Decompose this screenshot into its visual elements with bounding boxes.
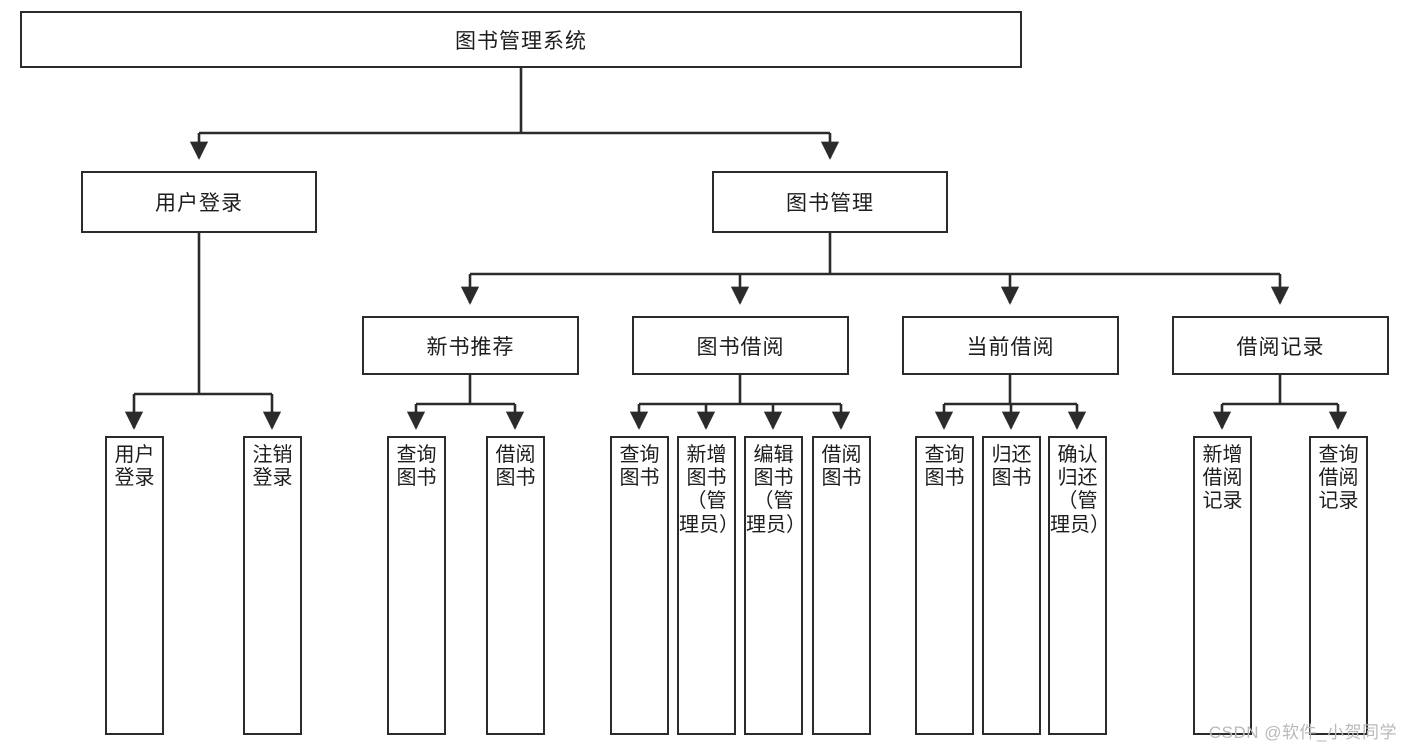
node-label: 查询图书 (396, 444, 437, 490)
leaf-borrow-edit-book[interactable]: 编辑图书（管理员） (744, 436, 806, 735)
node-label: 归还图书 (991, 444, 1032, 490)
node-current-borrow[interactable]: 当前借阅 (902, 316, 1119, 375)
leaf-user-login-signin[interactable]: 用户登录 (105, 436, 164, 735)
leaf-record-add-record[interactable]: 新增借阅记录 (1193, 436, 1252, 735)
node-borrow-record[interactable]: 借阅记录 (1172, 316, 1389, 375)
node-label: 注销登录 (252, 444, 293, 490)
node-book-borrow[interactable]: 图书借阅 (632, 316, 849, 375)
node-new-book-recommend[interactable]: 新书推荐 (362, 316, 579, 375)
leaf-borrow-borrow-book[interactable]: 借阅图书 (812, 436, 871, 735)
node-label: 借阅图书 (495, 444, 536, 490)
leaf-record-query-record[interactable]: 查询借阅记录 (1309, 436, 1368, 735)
node-label: 查询图书 (924, 444, 965, 490)
leaf-current-return-book[interactable]: 归还图书 (982, 436, 1041, 735)
leaf-current-query-book[interactable]: 查询图书 (915, 436, 974, 735)
leaf-recommend-query-book[interactable]: 查询图书 (387, 436, 446, 735)
node-label: 图书借阅 (696, 335, 785, 359)
node-label: 用户登录 (114, 444, 155, 490)
node-label: 新增图书（管理员） (679, 444, 739, 536)
node-label: 用户登录 (155, 192, 243, 215)
leaf-current-confirm-return[interactable]: 确认归还（管理员） (1048, 436, 1110, 735)
node-label: 借阅图书 (821, 444, 862, 490)
node-label: 当前借阅 (966, 335, 1055, 359)
leaf-borrow-query-book[interactable]: 查询图书 (610, 436, 669, 735)
leaf-user-login-signout[interactable]: 注销登录 (243, 436, 302, 735)
node-label: 新书推荐 (426, 335, 515, 359)
node-user-login[interactable]: 用户登录 (81, 171, 317, 233)
node-book-management[interactable]: 图书管理 (712, 171, 948, 233)
node-label: 新增借阅记录 (1202, 444, 1243, 513)
watermark-text: CSDN @软件_小贺同学 (1208, 723, 1397, 742)
node-label: 确认归还（管理员） (1050, 444, 1110, 536)
node-root-system[interactable]: 图书管理系统 (20, 11, 1022, 68)
node-label: 查询图书 (619, 444, 660, 490)
node-label: 图书管理系统 (455, 29, 587, 53)
node-label: 借阅记录 (1236, 335, 1325, 359)
node-label: 编辑图书（管理员） (746, 444, 806, 536)
node-label: 查询借阅记录 (1318, 444, 1359, 513)
leaf-borrow-add-book[interactable]: 新增图书（管理员） (677, 436, 739, 735)
leaf-recommend-borrow-book[interactable]: 借阅图书 (486, 436, 545, 735)
node-label: 图书管理 (786, 192, 874, 215)
